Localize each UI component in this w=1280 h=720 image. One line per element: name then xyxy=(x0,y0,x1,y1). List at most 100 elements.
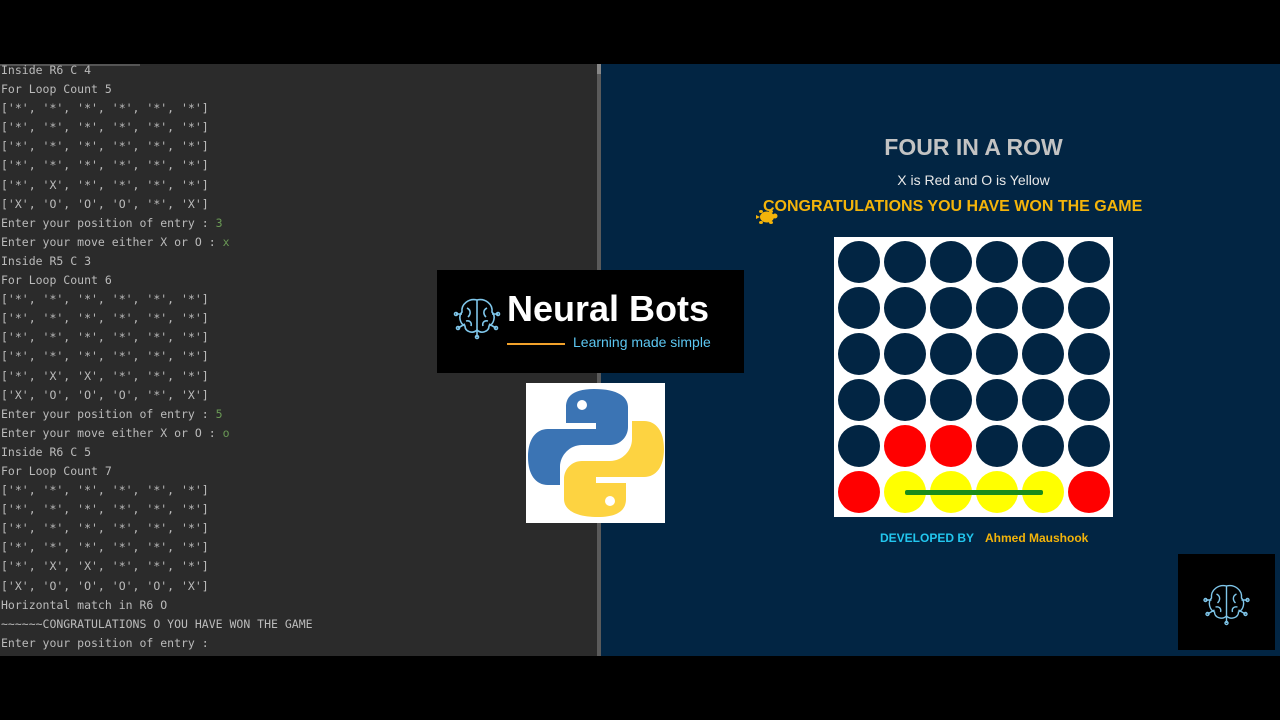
board-cell[interactable] xyxy=(976,241,1018,283)
board-cell[interactable] xyxy=(1068,287,1110,329)
console-line: ['X', 'O', 'O', 'O', 'O', 'X'] xyxy=(1,577,313,596)
board-cell[interactable] xyxy=(838,287,880,329)
console-line-text: ['*', '*', '*', '*', '*', '*'] xyxy=(1,330,209,345)
board-cell[interactable] xyxy=(1022,425,1064,467)
board-cell[interactable] xyxy=(838,471,880,513)
board-cell[interactable] xyxy=(1022,241,1064,283)
console-line: For Loop Count 6 xyxy=(1,271,313,290)
console-line-text: ['*', '*', '*', '*', '*', '*'] xyxy=(1,483,209,498)
developer-name: Ahmed Maushook xyxy=(985,531,1089,545)
console-line: ['*', 'X', 'X', '*', '*', '*'] xyxy=(1,367,313,386)
board-cell[interactable] xyxy=(1022,287,1064,329)
console-line-text: ['*', 'X', 'X', '*', '*', '*'] xyxy=(1,368,209,383)
console-line: ['*', '*', '*', '*', '*', '*'] xyxy=(1,481,313,500)
console-line-text: ['*', 'X', '*', '*', '*', '*'] xyxy=(1,177,209,192)
console-line-text: For Loop Count 7 xyxy=(1,463,112,478)
console-line-text: ['*', '*', '*', '*', '*', '*'] xyxy=(1,521,209,536)
console-line: ['*', '*', '*', '*', '*', '*'] xyxy=(1,156,313,175)
console-line: ['*', 'X', 'X', '*', '*', '*'] xyxy=(1,557,313,576)
console-line: ['*', '*', '*', '*', '*', '*'] xyxy=(1,118,313,137)
console-line: ['*', '*', '*', '*', '*', '*'] xyxy=(1,347,313,366)
board-cell[interactable] xyxy=(884,379,926,421)
board-cell[interactable] xyxy=(838,379,880,421)
brain-circuit-icon xyxy=(453,298,501,340)
console-line-text: ['*', '*', '*', '*', '*', '*'] xyxy=(1,292,209,307)
console-line: ['*', '*', '*', '*', '*', '*'] xyxy=(1,309,313,328)
board-cell[interactable] xyxy=(1068,333,1110,375)
board-cell[interactable] xyxy=(930,425,972,467)
board-cell[interactable] xyxy=(1068,471,1110,513)
board-cell[interactable] xyxy=(976,287,1018,329)
board-cell[interactable] xyxy=(884,287,926,329)
board-cell[interactable] xyxy=(1068,425,1110,467)
console-line-text: Horizontal match in R6 O xyxy=(1,597,168,612)
console-line: ['*', '*', '*', '*', '*', '*'] xyxy=(1,290,313,309)
winning-line xyxy=(905,490,1043,495)
console-scroll-indicator xyxy=(0,64,140,66)
game-subtitle: X is Red and O is Yellow xyxy=(897,172,1050,188)
developed-by-label: DEVELOPED BY xyxy=(880,531,975,545)
console-line: ['*', '*', '*', '*', '*', '*'] xyxy=(1,500,313,519)
board-cell[interactable] xyxy=(930,333,972,375)
console-user-input: 3 xyxy=(215,215,223,230)
console-line: ['*', 'X', '*', '*', '*', '*'] xyxy=(1,176,313,195)
console-line-text: Enter your position of entry : xyxy=(1,215,216,230)
console-line-text: For Loop Count 6 xyxy=(1,273,112,288)
console-line-text: ['*', 'X', 'X', '*', '*', '*'] xyxy=(1,559,209,574)
board-cell[interactable] xyxy=(884,241,926,283)
logo-underline xyxy=(507,343,565,345)
console-line: ['*', '*', '*', '*', '*', '*'] xyxy=(1,519,313,538)
console-line-text: Inside R6 C 4 xyxy=(1,64,92,77)
console-line-text: Enter your position of entry : xyxy=(1,635,216,650)
console-line: For Loop Count 7 xyxy=(1,462,313,481)
console-line-text: Enter your move either X or O : xyxy=(1,234,223,249)
board-cell[interactable] xyxy=(976,425,1018,467)
console-line: ['*', '*', '*', '*', '*', '*'] xyxy=(1,328,313,347)
console-line-text: Enter your move either X or O : xyxy=(1,425,223,440)
console-line-text: ['X', 'O', 'O', 'O', '*', 'X'] xyxy=(1,196,209,211)
splitter-grip[interactable] xyxy=(597,64,601,74)
board-cell[interactable] xyxy=(930,287,972,329)
board-cell[interactable] xyxy=(838,333,880,375)
board-cell[interactable] xyxy=(1068,379,1110,421)
game-title: FOUR IN A ROW xyxy=(884,134,1063,160)
console-line: ['*', '*', '*', '*', '*', '*'] xyxy=(1,99,313,118)
letterbox-top xyxy=(0,0,1280,64)
console-line-text: ['*', '*', '*', '*', '*', '*'] xyxy=(1,540,209,555)
board-cell[interactable] xyxy=(1022,379,1064,421)
board-cell[interactable] xyxy=(930,379,972,421)
board-cell[interactable] xyxy=(884,333,926,375)
console-line-text: ~~~~~~CONGRATULATIONS O YOU HAVE WON THE… xyxy=(1,616,313,631)
console-line: Enter your position of entry : 5 xyxy=(1,405,313,424)
game-board[interactable] xyxy=(834,237,1113,517)
board-cell[interactable] xyxy=(884,425,926,467)
console-line: Enter your move either X or O : x xyxy=(1,233,313,252)
console-line-text: For Loop Count 5 xyxy=(1,82,112,97)
console-line-text: Inside R5 C 3 xyxy=(1,253,92,268)
console-line-text: ['*', '*', '*', '*', '*', '*'] xyxy=(1,502,209,517)
console-line-text: ['*', '*', '*', '*', '*', '*'] xyxy=(1,158,209,173)
python-logo xyxy=(526,383,665,523)
neural-bots-logo: Neural Bots Learning made simple xyxy=(437,270,744,373)
board-cell[interactable] xyxy=(1022,333,1064,375)
console-line: ['X', 'O', 'O', 'O', '*', 'X'] xyxy=(1,195,313,214)
console-line-text: ['*', '*', '*', '*', '*', '*'] xyxy=(1,349,209,364)
console-line: Enter your position of entry : 3 xyxy=(1,214,313,233)
board-cell[interactable] xyxy=(976,333,1018,375)
console-line: ['*', '*', '*', '*', '*', '*'] xyxy=(1,538,313,557)
board-cell[interactable] xyxy=(976,379,1018,421)
brain-circuit-icon xyxy=(1203,584,1250,626)
board-cell[interactable] xyxy=(930,241,972,283)
logo-title: Neural Bots xyxy=(507,288,710,329)
console-line: ['X', 'O', 'O', 'O', '*', 'X'] xyxy=(1,386,313,405)
board-cell[interactable] xyxy=(838,425,880,467)
board-cell[interactable] xyxy=(1068,241,1110,283)
console-line-text: ['*', '*', '*', '*', '*', '*'] xyxy=(1,139,209,154)
logo-tagline: Learning made simple xyxy=(573,334,711,350)
console-line-text: ['X', 'O', 'O', 'O', '*', 'X'] xyxy=(1,387,209,402)
corner-brain-logo xyxy=(1178,554,1275,650)
console-user-input: x xyxy=(222,234,230,249)
board-cell[interactable] xyxy=(838,241,880,283)
console-line: Enter your position of entry : xyxy=(1,634,313,653)
letterbox-bottom xyxy=(0,656,1280,720)
